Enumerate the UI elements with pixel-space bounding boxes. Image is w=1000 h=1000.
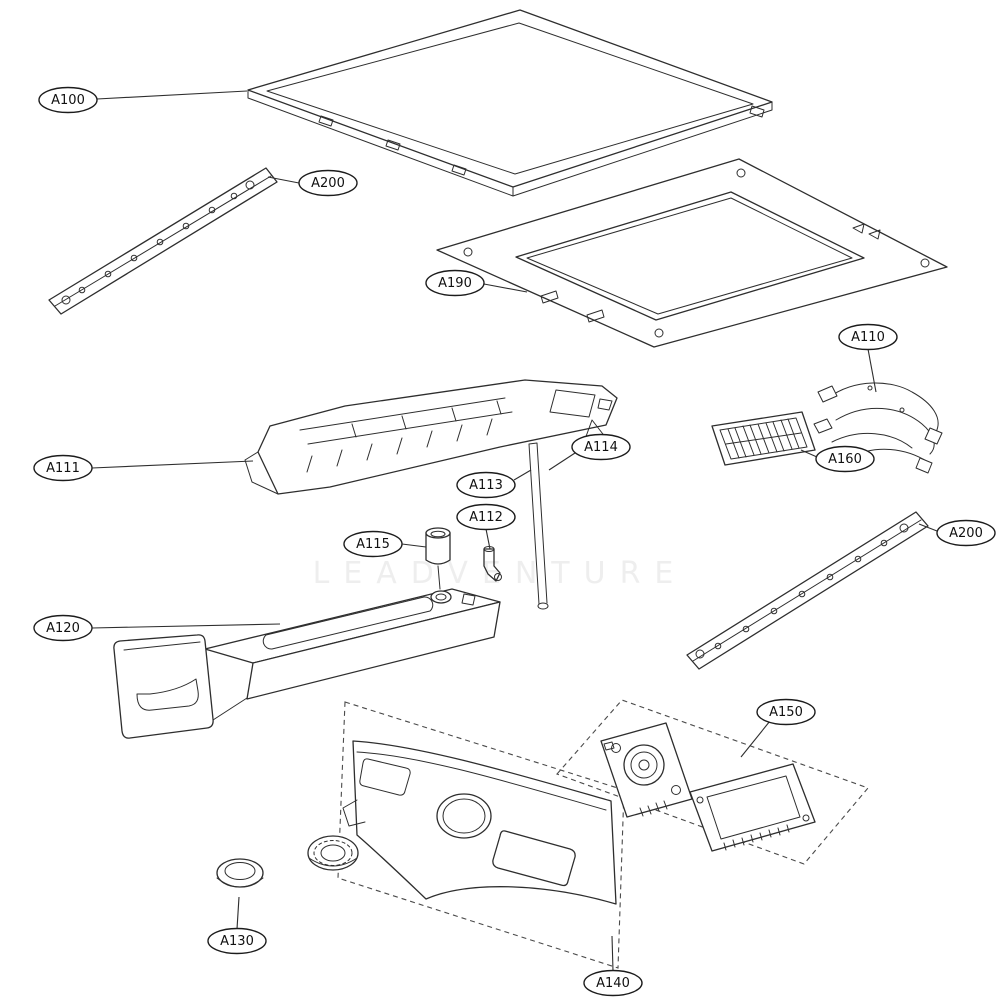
callout-a110-bubble — [838, 323, 898, 351]
callout-a112[interactable]: A112 — [456, 503, 516, 550]
callout-a120-bubble — [33, 614, 93, 642]
callout-a112-bubble — [456, 503, 516, 531]
callout-a115-leader — [401, 543, 427, 548]
callout-a130-label: A130 — [220, 934, 254, 949]
callout-a140-bubble — [583, 969, 643, 997]
knob-ring-part — [307, 835, 359, 871]
control-board-part — [711, 411, 816, 466]
callout-a130[interactable]: A130 — [207, 896, 267, 955]
left-rail-part — [48, 167, 278, 315]
callout-a150[interactable]: A150 — [740, 698, 816, 758]
top-panel-part — [247, 9, 773, 197]
control-panel-part — [342, 740, 617, 905]
cap-part — [425, 527, 451, 590]
callout-a200-left-bubble — [298, 169, 358, 197]
callout-a113[interactable]: A113 — [456, 469, 532, 499]
callout-a112-leader — [485, 528, 491, 550]
elbow-fitting-part — [483, 546, 502, 582]
callout-a114-bubble — [571, 433, 631, 461]
callout-a115-bubble — [343, 530, 403, 558]
display-board-part — [689, 763, 816, 852]
callout-a200-right[interactable]: A200 — [918, 519, 996, 547]
callout-a100[interactable]: A100 — [38, 86, 248, 114]
callout-a120[interactable]: A120 — [33, 614, 281, 642]
callout-a114-leader — [548, 452, 576, 471]
callout-a160-leader — [800, 449, 818, 458]
callout-a130-leader — [236, 896, 240, 930]
callout-a111-label: A111 — [46, 461, 80, 476]
callout-a160-bubble — [815, 445, 875, 473]
callout-a140-leader — [611, 935, 614, 972]
callouts: A100 A200 A190 A110 A160 A111 — [33, 86, 996, 997]
callout-a140-label: A140 — [596, 976, 630, 991]
callout-a190-bubble — [425, 269, 485, 297]
callout-a113-leader — [513, 469, 532, 481]
callout-a200-left-leader — [267, 176, 300, 184]
watermark-text: LEADVENTURE — [313, 556, 688, 591]
callout-a200-right-leader — [918, 523, 938, 532]
callout-a160-label: A160 — [828, 452, 862, 467]
callout-a190-label: A190 — [438, 276, 472, 291]
assembly-guides — [337, 699, 869, 969]
frame-panel-part — [436, 158, 948, 348]
callout-a110-leader — [867, 348, 877, 393]
callout-a200-left-label: A200 — [311, 176, 345, 191]
drawer-assembly-part — [113, 588, 501, 739]
callout-a100-label: A100 — [51, 93, 85, 108]
callout-a111-leader — [91, 460, 254, 469]
callout-a114[interactable]: A114 — [548, 433, 631, 471]
callout-a140[interactable]: A140 — [583, 935, 643, 997]
callout-a110-label: A110 — [851, 330, 885, 345]
callout-a100-leader — [96, 90, 248, 100]
callout-a115-label: A115 — [356, 537, 390, 552]
knob-part — [216, 858, 264, 888]
callout-a190[interactable]: A190 — [425, 269, 528, 297]
callout-a120-label: A120 — [46, 621, 80, 636]
callout-a200-right-label: A200 — [949, 526, 983, 541]
callout-a120-leader — [91, 623, 281, 629]
callout-a111-bubble — [33, 454, 93, 482]
callout-a115[interactable]: A115 — [343, 530, 427, 558]
callout-a200-left[interactable]: A200 — [267, 169, 358, 197]
callout-a111[interactable]: A111 — [33, 454, 254, 482]
callout-a190-leader — [483, 283, 528, 293]
callout-a113-label: A113 — [469, 478, 503, 493]
dispenser-housing-part — [244, 379, 618, 495]
right-rail-part — [686, 511, 929, 670]
callout-a130-bubble — [207, 927, 267, 955]
boards-guide-box — [556, 699, 869, 865]
callout-a112-label: A112 — [469, 510, 503, 525]
callout-a200-right-bubble — [936, 519, 996, 547]
panel-guide-box — [337, 701, 625, 969]
callout-a150-label: A150 — [769, 705, 803, 720]
callout-a100-bubble — [38, 86, 98, 114]
callout-a150-leader — [740, 720, 771, 758]
callout-a110[interactable]: A110 — [838, 323, 898, 393]
callout-a114-label: A114 — [584, 440, 618, 455]
encoder-board-part — [600, 722, 693, 818]
callout-a150-bubble — [756, 698, 816, 726]
callout-a160[interactable]: A160 — [800, 445, 875, 473]
callout-a113-bubble — [456, 471, 516, 499]
